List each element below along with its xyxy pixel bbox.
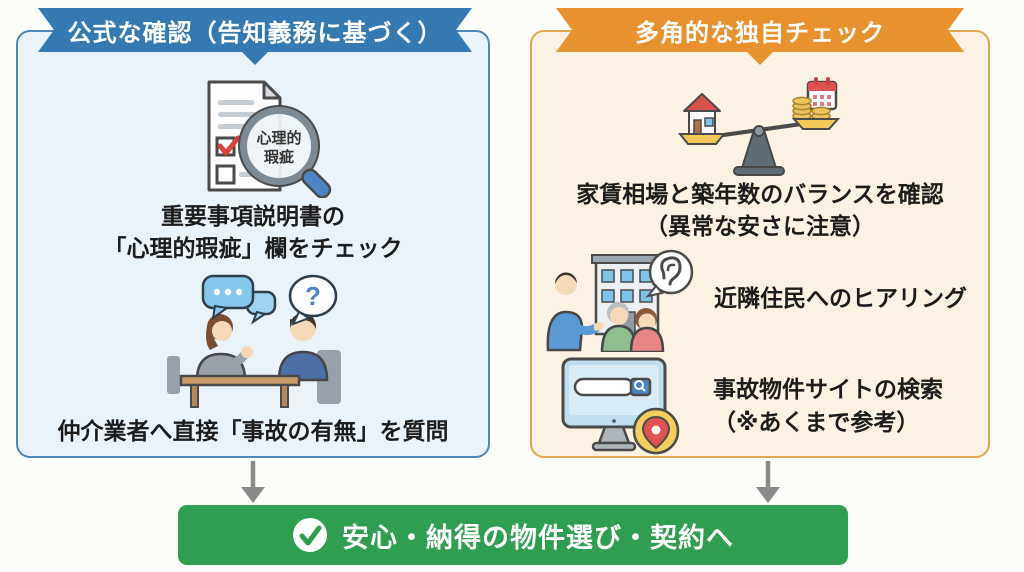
chair-left [167, 356, 180, 394]
question-mark-icon: ? [305, 281, 321, 311]
ear-bubble-icon [644, 249, 693, 298]
document-magnifier-icon: 心理的 瑕疵 [171, 76, 335, 203]
interview-icon: ? [153, 270, 353, 415]
asker-hand [593, 322, 604, 331]
balance-caption: 家賃相場と築年数のバランスを確認 （異常な安さに注意） [532, 178, 988, 242]
calendar-icon [806, 77, 838, 111]
magnifier-handle [301, 168, 332, 199]
man-body [277, 350, 329, 382]
neighbors-caption: 近隣住民へのヒアリング [714, 285, 967, 311]
site-search-icon [532, 355, 707, 457]
asker-arm [567, 321, 600, 336]
official-check-panel: 心理的 瑕疵 重要事項説明書の 「心理的瑕疵」欄をチェック [16, 30, 490, 458]
neighbor-woman-face [638, 313, 655, 331]
caption-line: 事故物件サイトの検索 [713, 376, 943, 403]
balance-scale-icon [674, 76, 846, 181]
site-search-row: 事故物件サイトの検索 （※あくまで参考） [532, 354, 988, 457]
interview-svg: ? [167, 274, 341, 408]
location-pin-badge [632, 407, 679, 454]
official-check-title: 公式な確認（告知義務に基づく） [67, 19, 443, 47]
independent-check-ribbon: 多角的な独自チェック [556, 8, 964, 52]
woman-hand [241, 346, 253, 358]
independent-check-title: 多角的な独自チェック [635, 19, 885, 47]
monitor-stand [596, 425, 631, 444]
coins-icon [792, 96, 831, 121]
neighbors-icon [532, 240, 707, 352]
independent-check-panel: 家賃相場と築年数のバランスを確認 （異常な安さに注意） [530, 30, 990, 458]
asker-face [554, 273, 577, 295]
conclusion-label: 安心・納得の物件選び・契約へ [342, 522, 734, 553]
conclusion-banner: 安心・納得の物件選び・契約へ [178, 505, 848, 565]
desk [179, 374, 301, 387]
neighbors-svg [546, 249, 693, 352]
lens-text-1: 心理的 [256, 129, 301, 147]
orange-ribbon-tail [746, 51, 774, 65]
elder-face [609, 307, 628, 325]
caption-line: 「心理的瑕疵」欄をチェック [103, 235, 403, 262]
search-magnifier-icon [633, 379, 644, 390]
lens-text-2: 瑕疵 [264, 148, 294, 166]
question-bubble [288, 274, 338, 318]
woman-face [212, 321, 232, 341]
right-down-arrow-icon [750, 459, 786, 510]
right-pan [791, 118, 841, 130]
caption-line: 重要事項説明書の [161, 203, 345, 229]
left-down-arrow-icon [235, 459, 271, 510]
caption-line: （※あくまで参考） [713, 408, 920, 435]
official-check-caption-1: 重要事項説明書の 「心理的瑕疵」欄をチェック [18, 200, 488, 264]
neighbors-row: 近隣住民へのヒアリング [532, 240, 988, 352]
red-check-icon [217, 135, 241, 156]
search-bar [573, 377, 634, 396]
checkbox-empty [215, 164, 236, 185]
caption-line: 家賃相場と築年数のバランスを確認 [576, 181, 944, 207]
left-pan [677, 133, 727, 145]
official-check-caption-2: 仲介業者へ直接「事故の有無」を質問 [57, 418, 449, 444]
magnifier-lens [239, 106, 319, 186]
official-check-ribbon: 公式な確認（告知義務に基づく） [38, 8, 472, 52]
site-search-svg [561, 357, 679, 454]
caption-line: （異常な安さに注意） [645, 213, 875, 240]
site-search-caption: 事故物件サイトの検索 （※あくまで参考） [707, 373, 988, 437]
house-icon [683, 93, 721, 135]
asker-hair [554, 272, 577, 284]
check-circle-icon [293, 518, 327, 552]
dots-icon [213, 288, 243, 296]
document-magnifier-svg: 心理的 瑕疵 [207, 80, 332, 199]
neighbor-woman-body [629, 326, 664, 352]
balance-scale-svg [677, 77, 841, 176]
monitor-icon [561, 357, 666, 451]
blue-ribbon-tail [241, 51, 269, 65]
